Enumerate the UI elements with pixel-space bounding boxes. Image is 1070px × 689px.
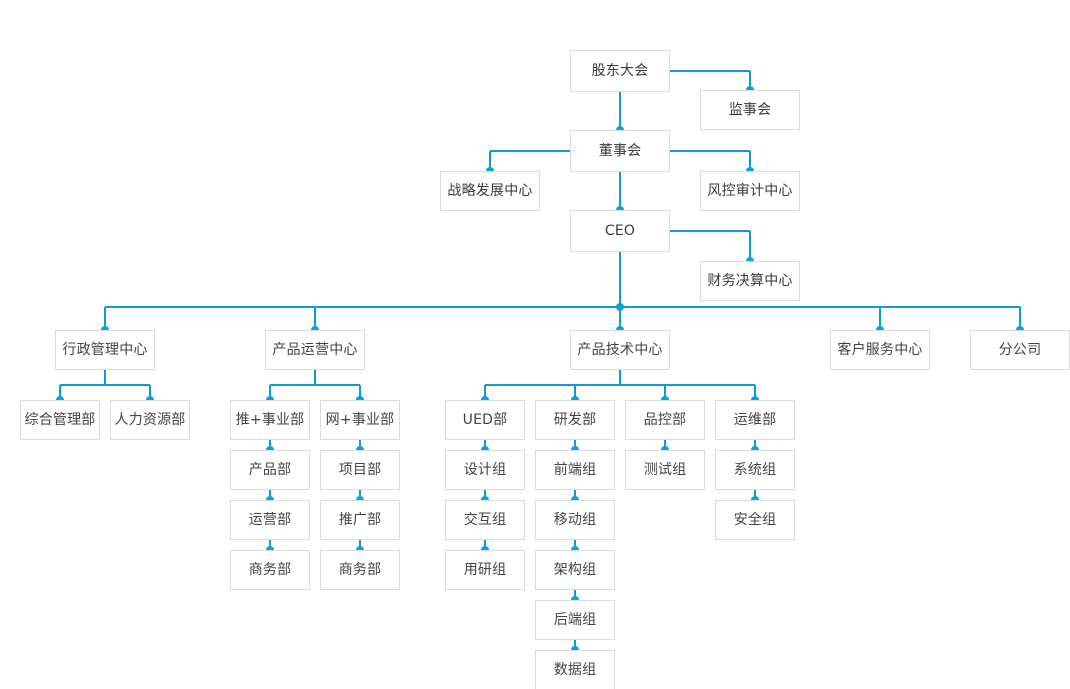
org-node-strategy[interactable]: 战略发展中心	[440, 171, 540, 211]
org-node-label-biz-dept-2: 商务部	[338, 561, 382, 578]
org-node-label-test-team: 测试组	[643, 461, 687, 478]
org-node-riskaudit[interactable]: 风控审计中心	[700, 171, 800, 211]
org-node-label-ceo: CEO	[604, 222, 636, 239]
org-node-admin[interactable]: 行政管理中心	[55, 330, 155, 370]
org-node-board[interactable]: 董事会	[570, 130, 670, 172]
org-node-project-dept[interactable]: 项目部	[320, 450, 400, 490]
org-node-label-branch: 分公司	[998, 341, 1042, 358]
org-node-label-backend-team: 后端组	[553, 611, 597, 628]
org-node-label-hr: 人力资源部	[114, 411, 186, 428]
org-node-hr[interactable]: 人力资源部	[110, 400, 190, 440]
org-node-product-dept[interactable]: 产品部	[230, 450, 310, 490]
org-node-promo-dept[interactable]: 推广部	[320, 500, 400, 540]
org-node-general-mgmt[interactable]: 综合管理部	[20, 400, 100, 440]
org-node-prodops[interactable]: 产品运营中心	[265, 330, 365, 370]
org-node-research-team[interactable]: 用研组	[445, 550, 525, 590]
org-node-label-ops-dept: 运营部	[248, 511, 292, 528]
org-node-label-prodops: 产品运营中心	[272, 341, 358, 358]
org-node-arch-team[interactable]: 架构组	[535, 550, 615, 590]
org-node-rnd[interactable]: 研发部	[535, 400, 615, 440]
org-node-system-team[interactable]: 系统组	[715, 450, 795, 490]
org-node-label-security-team: 安全组	[733, 511, 777, 528]
org-node-ued[interactable]: UED部	[445, 400, 525, 440]
org-node-data-team[interactable]: 数据组	[535, 650, 615, 689]
org-node-label-wang-bu: 网+事业部	[325, 411, 395, 428]
org-node-wang-bu[interactable]: 网+事业部	[320, 400, 400, 440]
org-node-qa[interactable]: 品控部	[625, 400, 705, 440]
org-node-label-shareholders: 股东大会	[591, 62, 649, 79]
org-node-ops-dept[interactable]: 运营部	[230, 500, 310, 540]
org-node-label-rnd: 研发部	[553, 411, 597, 428]
org-node-shareholders[interactable]: 股东大会	[570, 50, 670, 92]
org-node-design-team[interactable]: 设计组	[445, 450, 525, 490]
org-node-prodtech[interactable]: 产品技术中心	[570, 330, 670, 370]
org-node-label-biz-dept-1: 商务部	[248, 561, 292, 578]
org-node-label-arch-team: 架构组	[553, 561, 597, 578]
org-node-finance[interactable]: 财务决算中心	[700, 261, 800, 301]
org-node-custservice[interactable]: 客户服务中心	[830, 330, 930, 370]
org-node-ceo[interactable]: CEO	[570, 210, 670, 252]
org-node-label-research-team: 用研组	[463, 561, 507, 578]
org-node-label-prodtech: 产品技术中心	[577, 341, 663, 358]
org-node-label-qa: 品控部	[643, 411, 687, 428]
org-node-branch[interactable]: 分公司	[970, 330, 1070, 370]
org-node-label-board: 董事会	[598, 142, 642, 159]
org-node-interaction-team[interactable]: 交互组	[445, 500, 525, 540]
org-node-label-general-mgmt: 综合管理部	[24, 411, 96, 428]
org-node-label-project-dept: 项目部	[338, 461, 382, 478]
org-node-label-supervisors: 监事会	[728, 101, 772, 118]
org-node-biz-dept-2[interactable]: 商务部	[320, 550, 400, 590]
org-node-label-system-team: 系统组	[733, 461, 777, 478]
org-node-mobile-team[interactable]: 移动组	[535, 500, 615, 540]
org-node-frontend-team[interactable]: 前端组	[535, 450, 615, 490]
org-node-label-finance: 财务决算中心	[707, 272, 793, 289]
org-node-label-mobile-team: 移动组	[553, 511, 597, 528]
org-node-label-admin: 行政管理中心	[62, 341, 148, 358]
org-node-label-promo-dept: 推广部	[338, 511, 382, 528]
org-node-label-frontend-team: 前端组	[553, 461, 597, 478]
org-node-backend-team[interactable]: 后端组	[535, 600, 615, 640]
org-node-label-strategy: 战略发展中心	[447, 182, 533, 199]
org-node-label-ued: UED部	[462, 411, 508, 428]
org-node-label-data-team: 数据组	[553, 661, 597, 678]
org-node-label-devops: 运维部	[733, 411, 777, 428]
org-node-label-design-team: 设计组	[463, 461, 507, 478]
org-node-tui-bu[interactable]: 推+事业部	[230, 400, 310, 440]
org-node-biz-dept-1[interactable]: 商务部	[230, 550, 310, 590]
org-node-label-interaction-team: 交互组	[463, 511, 507, 528]
org-node-label-custservice: 客户服务中心	[837, 341, 923, 358]
org-node-label-riskaudit: 风控审计中心	[707, 182, 793, 199]
org-node-security-team[interactable]: 安全组	[715, 500, 795, 540]
org-node-label-product-dept: 产品部	[248, 461, 292, 478]
org-node-label-tui-bu: 推+事业部	[235, 411, 305, 428]
org-node-supervisors[interactable]: 监事会	[700, 90, 800, 130]
org-node-test-team[interactable]: 测试组	[625, 450, 705, 490]
org-node-devops[interactable]: 运维部	[715, 400, 795, 440]
